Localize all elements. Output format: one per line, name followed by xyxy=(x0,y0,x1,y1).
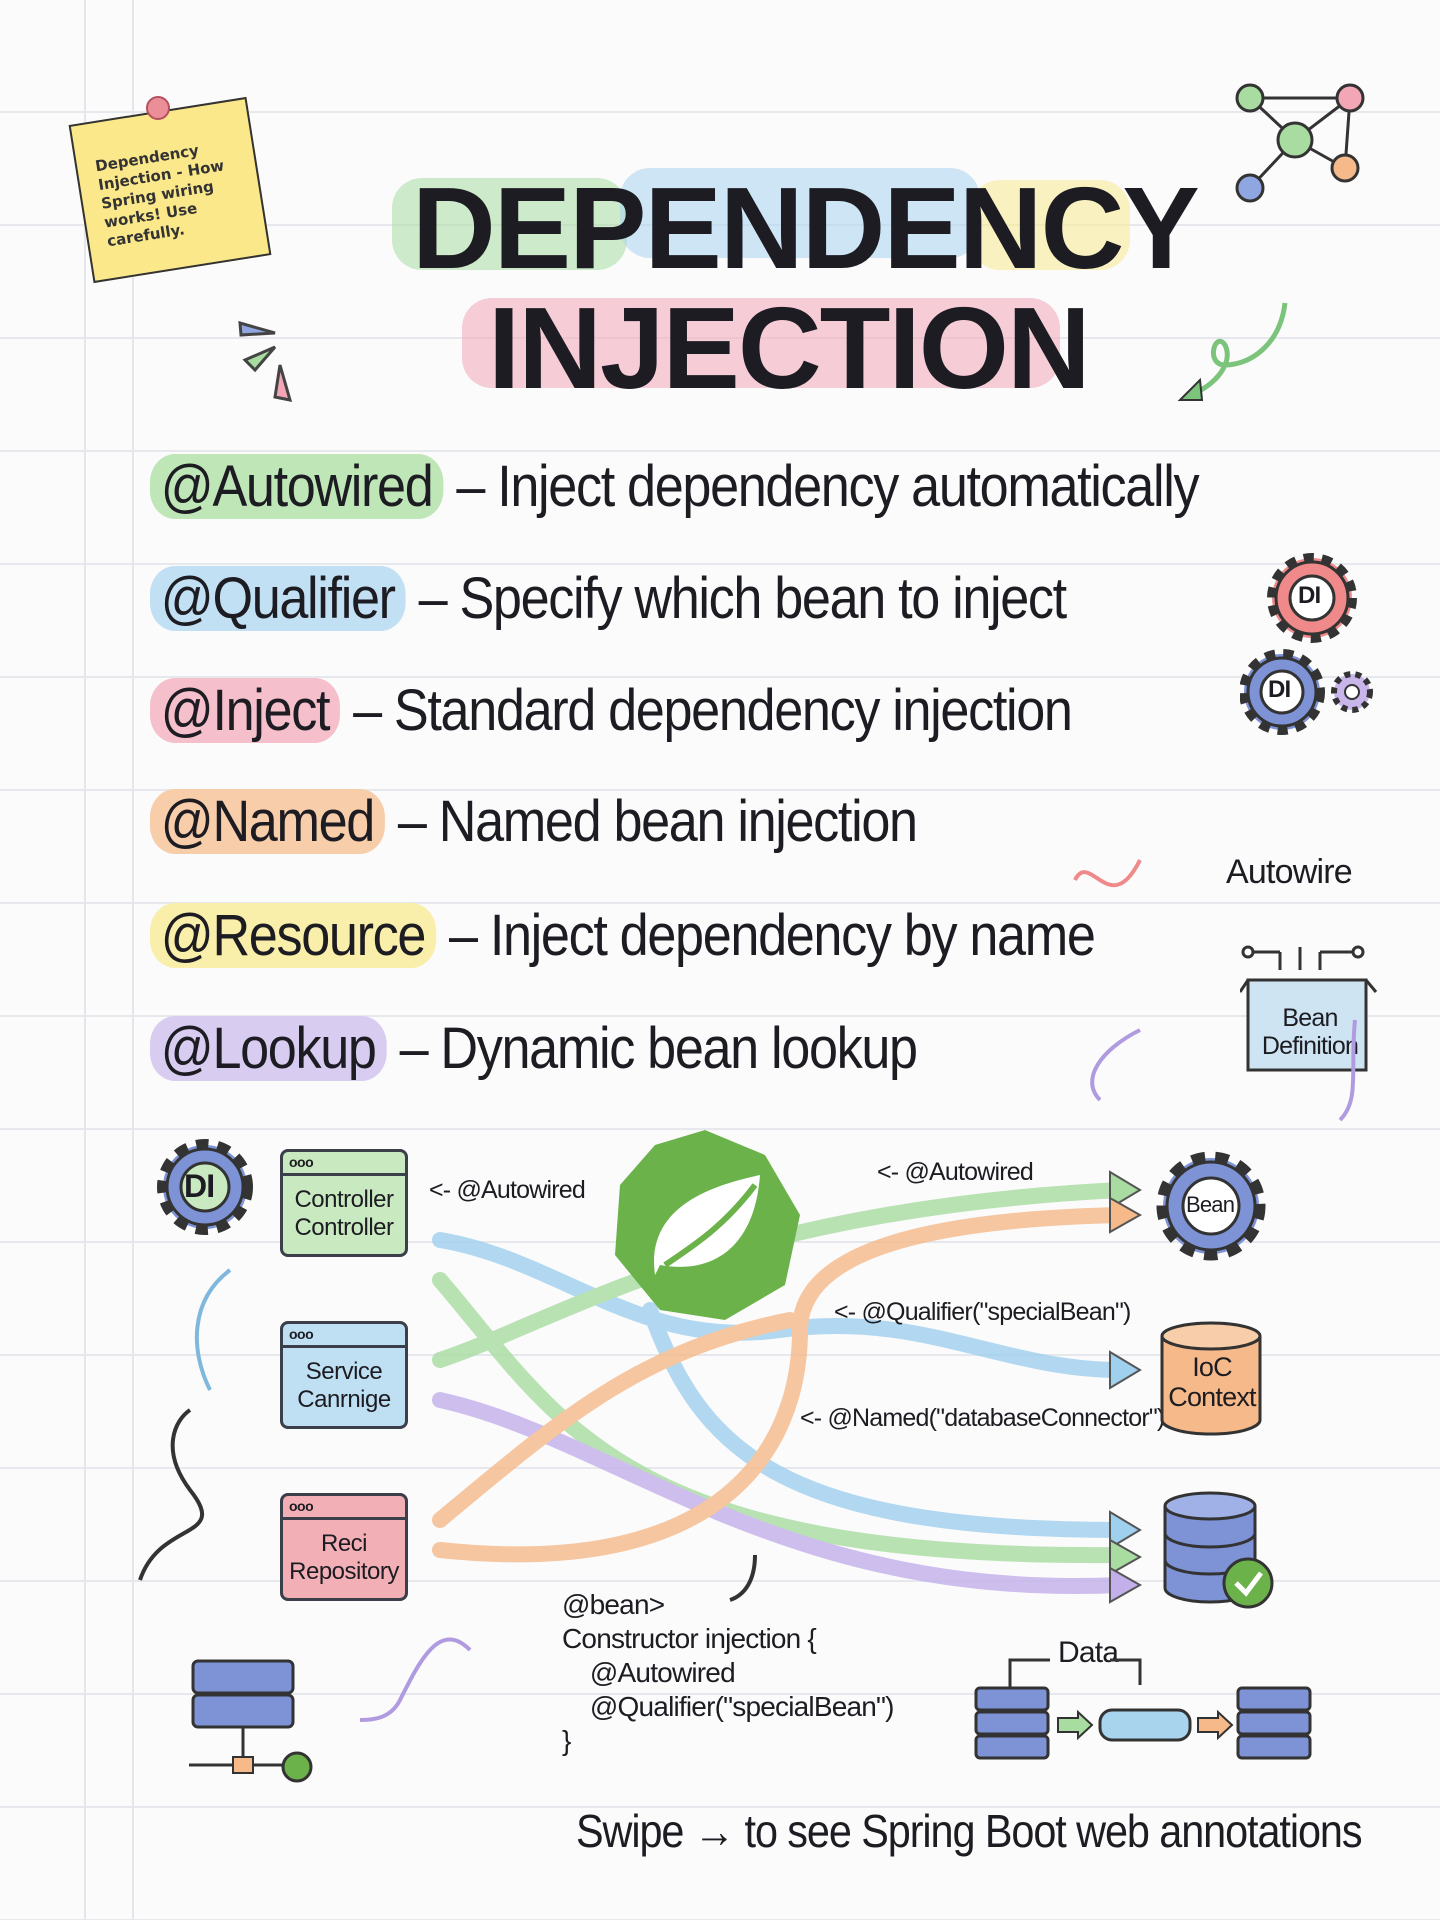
ioc-line: IoC xyxy=(1192,1352,1232,1382)
bean-gear-icon xyxy=(1156,1151,1266,1261)
margin-line xyxy=(84,0,86,1920)
box-label: Reci xyxy=(320,1530,368,1557)
di-gear-label: DI xyxy=(184,1168,215,1204)
sparkle-icon xyxy=(238,320,293,402)
annotation-named: @Named – Named bean injection xyxy=(150,784,918,860)
tag-qualifier: @Qualifier xyxy=(150,566,406,631)
tag-autowired: @Autowired xyxy=(150,454,444,519)
tag-resource: @Resource xyxy=(150,903,436,968)
label-autowired-left: <- @Autowired xyxy=(429,1176,586,1204)
pushpin-icon xyxy=(146,96,170,120)
box-label: Controller xyxy=(294,1214,394,1241)
title-highlight xyxy=(392,178,627,270)
curly-arrow-icon xyxy=(1177,302,1288,401)
title-highlight xyxy=(970,180,1130,270)
tag-named: @Named xyxy=(150,789,385,854)
annotation-desc: – Inject dependency by name xyxy=(449,903,1096,968)
code-line: } xyxy=(562,1725,571,1756)
box-label: Repository xyxy=(289,1558,399,1585)
code-snippet: @bean>Constructor injection { @Autowired… xyxy=(562,1588,894,1758)
window-dots: ooo xyxy=(283,1152,405,1176)
di-gear-label: DI xyxy=(1298,582,1321,609)
annotation-desc: – Dynamic bean lookup xyxy=(399,1016,919,1081)
code-line: @bean> xyxy=(562,1589,665,1620)
autowire-label: Autowire xyxy=(1226,853,1353,891)
bean-definition-box-icon xyxy=(1240,945,1378,1072)
annotation-desc: – Inject dependency automatically xyxy=(456,454,1199,519)
code-line: @Autowired xyxy=(562,1657,736,1688)
title-line-1: DEPENDENCY xyxy=(412,163,1200,293)
label-named: <- @Named("databaseConnector") xyxy=(800,1404,1165,1432)
flow-arrow-purple xyxy=(432,1392,1128,1594)
box-label: Controller xyxy=(294,1186,394,1213)
server-network-icon xyxy=(189,1659,313,1783)
di-gear-icon xyxy=(157,1139,253,1235)
bean-label: Bean xyxy=(1186,1192,1235,1217)
network-graph-icon xyxy=(1235,83,1365,203)
annotation-autowired: @Autowired – Inject dependency automatic… xyxy=(150,449,1200,525)
di-gear-label: DI xyxy=(1268,676,1291,703)
flow-arrow-orange xyxy=(432,1207,1128,1563)
bean-definition-label: Bean Definition xyxy=(1261,1004,1359,1060)
annotation-lookup: @Lookup – Dynamic bean lookup xyxy=(150,1011,919,1087)
title-highlight xyxy=(620,168,980,258)
di-gears-icon xyxy=(1240,553,1373,735)
box-label: Canrnige xyxy=(297,1386,391,1413)
swipe-footer: Swipe → to see Spring Boot web annotatio… xyxy=(576,1805,1363,1857)
flow-arrow-orange xyxy=(432,1312,798,1528)
box-label: Service xyxy=(305,1358,383,1385)
annotation-desc: – Specify which bean to inject xyxy=(418,566,1068,631)
window-dots: ooo xyxy=(283,1324,405,1348)
ioc-line: Context xyxy=(1168,1382,1256,1412)
database-check-icon xyxy=(1163,1491,1274,1609)
label-qualifier: <- @Qualifier("specialBean") xyxy=(834,1298,1131,1326)
annotation-resource: @Resource – Inject dependency by name xyxy=(150,898,1096,974)
tag-lookup: @Lookup xyxy=(150,1016,387,1081)
ioc-container-cylinder xyxy=(1160,1321,1262,1436)
title-highlight xyxy=(462,298,1060,388)
annotation-inject: @Inject – Standard dependency injection xyxy=(150,673,1073,749)
label-autowired-right: <- @Autowired xyxy=(877,1158,1034,1186)
margin-line xyxy=(132,0,134,1920)
data-label: Data xyxy=(1058,1636,1119,1669)
annotation-desc: – Standard dependency injection xyxy=(353,678,1073,743)
spring-leaf-logo xyxy=(615,1130,800,1320)
annotation-desc: – Named bean injection xyxy=(397,789,918,854)
window-dots: ooo xyxy=(283,1496,405,1520)
tag-inject: @Inject xyxy=(150,678,340,743)
title-line-2: INJECTION xyxy=(488,283,1091,413)
annotation-qualifier: @Qualifier – Specify which bean to injec… xyxy=(150,561,1068,637)
code-line: @Qualifier("specialBean") xyxy=(562,1691,895,1722)
code-line: Constructor injection { xyxy=(562,1623,817,1654)
data-pipeline-icon xyxy=(974,1658,1312,1760)
